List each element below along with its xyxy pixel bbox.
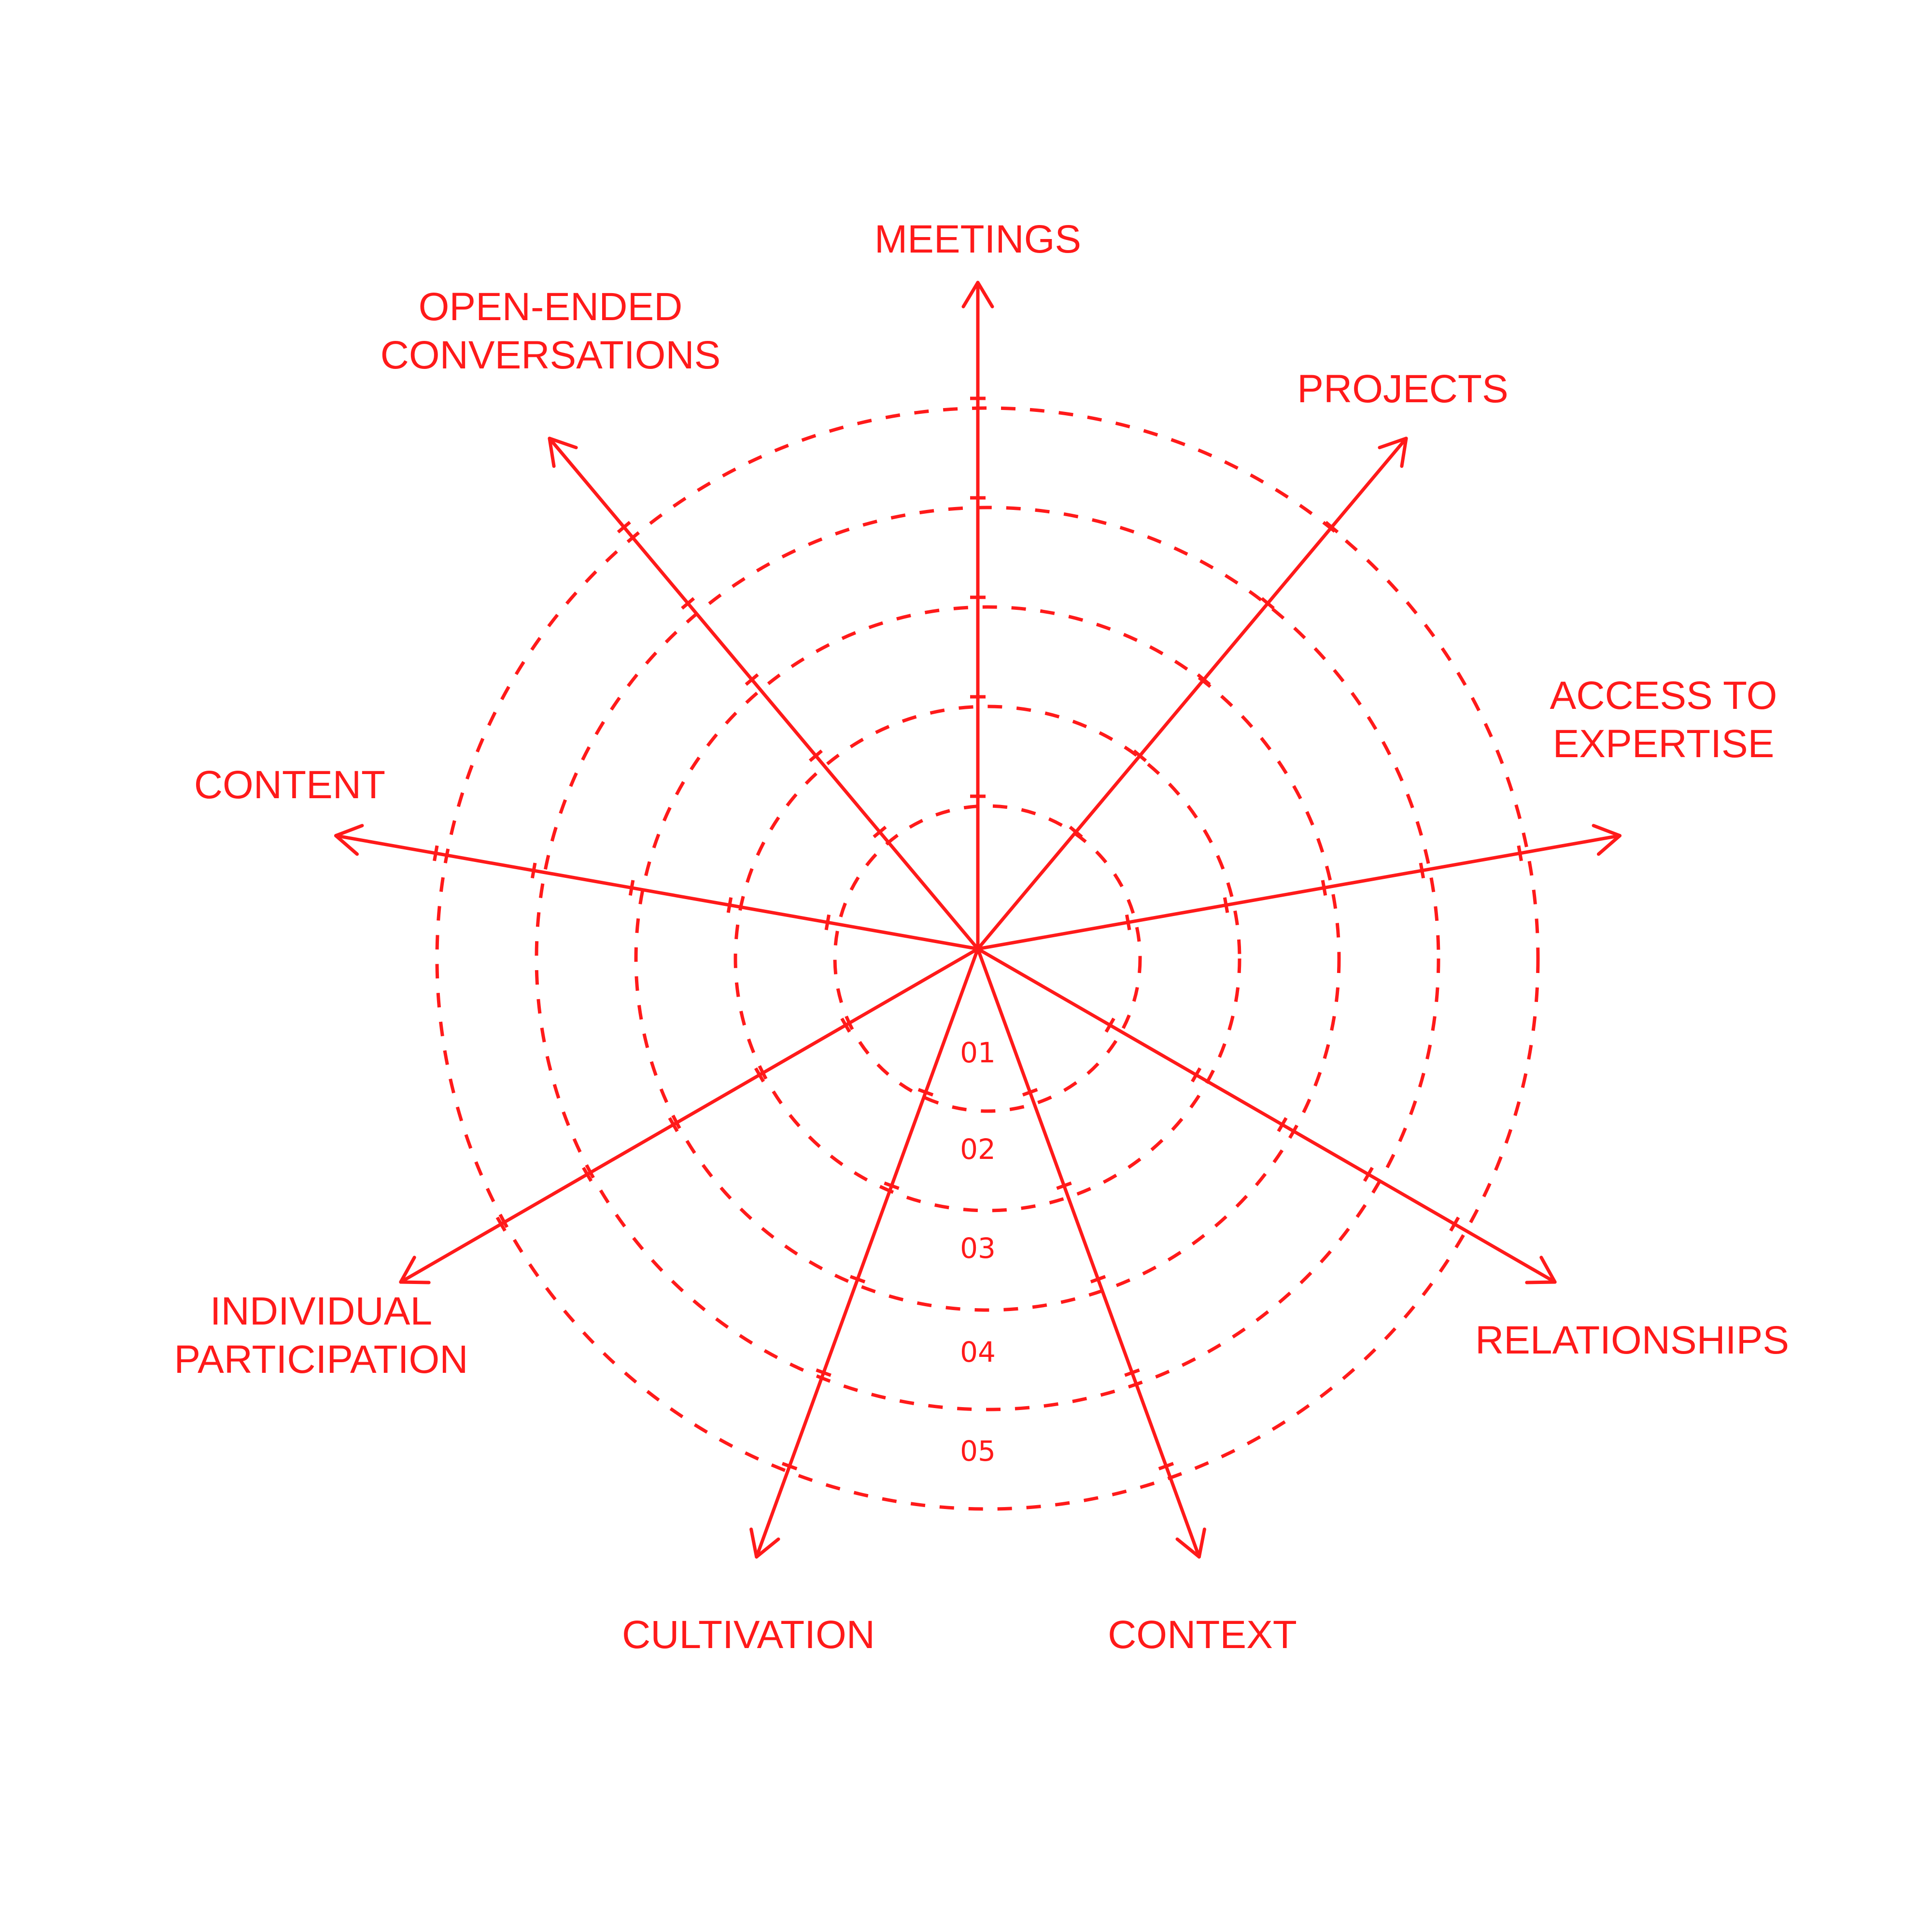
tick-content-04 — [530, 862, 537, 879]
tick-individual-participation-01 — [840, 1017, 851, 1033]
axis-line-open-ended-conversations — [548, 437, 980, 951]
axis-label-line: MEETINGS — [874, 217, 1081, 261]
ring-05 — [435, 406, 1540, 1511]
rings-layer — [435, 406, 1540, 1511]
ring-label-02: 02 — [960, 1133, 996, 1166]
arrowhead-relationships — [1525, 1255, 1557, 1284]
tick-context-02 — [1056, 1181, 1072, 1190]
tick-individual-participation-03 — [668, 1117, 679, 1132]
axis-line-relationships — [976, 947, 1557, 1284]
tick-projects-03 — [1197, 673, 1211, 686]
axis-line-cultivation — [755, 947, 980, 1559]
ring-02 — [733, 705, 1241, 1213]
axis-label-line: OPEN-ENDED — [419, 285, 683, 329]
tick-projects-01 — [1069, 825, 1083, 838]
tick-cultivation-01 — [917, 1088, 934, 1097]
tick-context-01 — [1022, 1088, 1038, 1097]
ring-label-03: 03 — [960, 1232, 996, 1265]
tick-individual-participation-05 — [495, 1216, 507, 1232]
tick-open-ended-conversations-03 — [745, 673, 759, 686]
tick-open-ended-conversations-02 — [808, 749, 823, 762]
axis-label-line: CONTEXT — [1108, 1613, 1297, 1657]
axis-label-line: CONTENT — [194, 763, 385, 807]
axis-line-individual-participation — [399, 947, 980, 1284]
axis-line-context — [976, 947, 1201, 1559]
axis-label-individual-participation: INDIVIDUAL PARTICIPATION — [174, 1289, 468, 1382]
tick-individual-participation-04 — [582, 1167, 593, 1182]
arrowhead-projects — [1378, 437, 1408, 468]
arrowhead-meetings — [961, 281, 994, 309]
axes-layer — [334, 281, 1622, 1559]
ring-01 — [833, 804, 1142, 1113]
tick-open-ended-conversations-04 — [681, 597, 695, 610]
tick-relationships-03 — [1277, 1117, 1288, 1132]
tick-individual-participation-02 — [754, 1067, 765, 1083]
axis-label-projects: PROJECTS — [1297, 367, 1508, 411]
tick-relationships-04 — [1363, 1167, 1374, 1182]
arrowhead-cultivation — [749, 1527, 780, 1559]
tick-content-02 — [726, 897, 733, 913]
axis-label-line: RELATIONSHIPS — [1475, 1318, 1789, 1362]
axis-label-context: CONTEXT — [1108, 1613, 1297, 1657]
axis-label-line: PROJECTS — [1297, 367, 1508, 411]
arrowhead-content — [334, 824, 364, 856]
tick-projects-05 — [1325, 521, 1339, 534]
tick-open-ended-conversations-01 — [873, 825, 887, 838]
axis-label-meetings: MEETINGS — [874, 217, 1081, 261]
axis-label-line: EXPERTISE — [1553, 722, 1775, 766]
tick-context-05 — [1158, 1462, 1174, 1471]
tick-projects-02 — [1133, 749, 1147, 762]
arrowhead-access-to-expertise — [1592, 824, 1622, 856]
ring-labels-layer: 01 02 03 04 05 — [960, 1036, 996, 1467]
ring-03 — [634, 605, 1341, 1312]
tick-access-to-expertise-03 — [1321, 880, 1327, 896]
tick-cultivation-02 — [884, 1181, 900, 1190]
axis-line-content — [334, 834, 980, 951]
arrowhead-context — [1175, 1527, 1206, 1559]
tick-content-05 — [433, 845, 439, 861]
axis-label-line: INDIVIDUAL — [210, 1289, 432, 1333]
tick-open-ended-conversations-05 — [617, 521, 631, 534]
axis-label-line: CULTIVATION — [622, 1613, 875, 1657]
axis-label-line: CONVERSATIONS — [381, 333, 721, 377]
arrowhead-open-ended-conversations — [548, 437, 578, 468]
tick-relationships-01 — [1104, 1017, 1115, 1033]
axis-label-relationships: RELATIONSHIPS — [1475, 1318, 1789, 1362]
axis-label-line: PARTICIPATION — [174, 1338, 468, 1382]
tick-access-to-expertise-05 — [1517, 845, 1523, 861]
tick-context-03 — [1090, 1275, 1106, 1283]
tick-content-03 — [628, 880, 635, 896]
axis-label-line: ACCESS TO — [1550, 674, 1777, 718]
axis-line-projects — [976, 437, 1408, 951]
axis-label-cultivation: CULTIVATION — [622, 1613, 875, 1657]
axis-line-access-to-expertise — [976, 834, 1622, 951]
ring-04 — [535, 506, 1440, 1411]
tick-relationships-02 — [1191, 1067, 1202, 1083]
ring-label-05: 05 — [960, 1435, 996, 1467]
tick-access-to-expertise-01 — [1125, 914, 1131, 931]
axis-label-content: CONTENT — [194, 763, 385, 807]
tick-access-to-expertise-02 — [1223, 897, 1229, 913]
ring-label-04: 04 — [960, 1336, 996, 1368]
tick-access-to-expertise-04 — [1419, 862, 1425, 879]
arrowhead-individual-participation — [399, 1255, 431, 1284]
tick-relationships-05 — [1449, 1216, 1460, 1232]
tick-content-01 — [824, 914, 831, 931]
tick-projects-04 — [1260, 597, 1275, 610]
tick-cultivation-03 — [849, 1275, 866, 1283]
tick-cultivation-05 — [781, 1462, 798, 1471]
tick-cultivation-04 — [816, 1368, 832, 1377]
tick-context-04 — [1124, 1368, 1140, 1377]
ring-label-01: 01 — [960, 1036, 996, 1069]
